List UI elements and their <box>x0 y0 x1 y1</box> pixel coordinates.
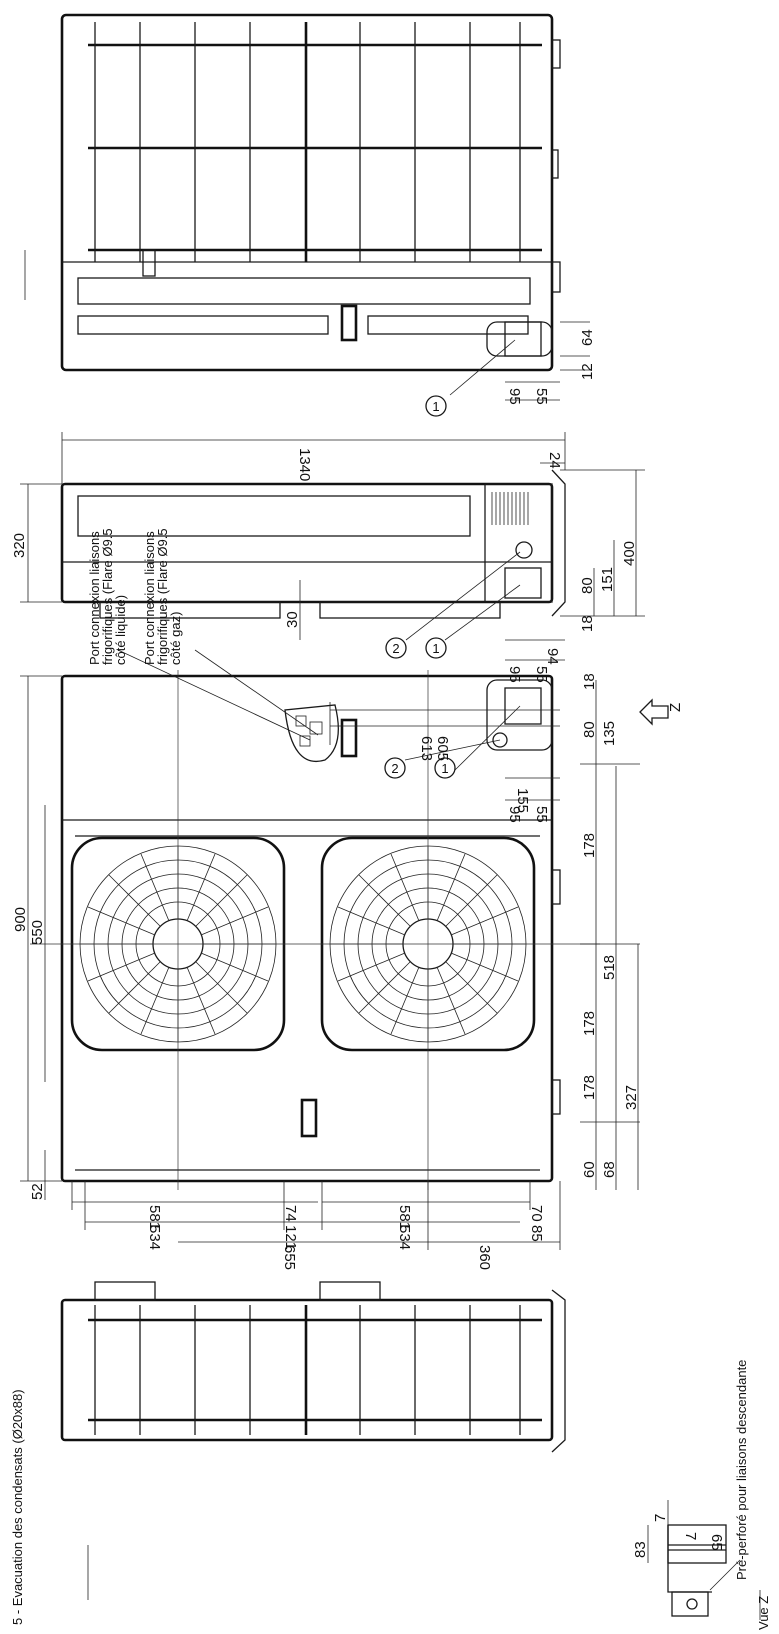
dim-55: 55 <box>533 806 550 823</box>
dim-55-b: 55 <box>533 666 550 683</box>
dim-94: 94 <box>544 648 561 665</box>
dim-655: 655 <box>281 1245 298 1270</box>
dim-178-a: 178 <box>581 833 598 858</box>
dim-83: 83 <box>632 1541 649 1558</box>
dim-534-a: 534 <box>146 1225 163 1250</box>
side-view <box>60 469 566 619</box>
dim-327: 327 <box>623 1085 640 1110</box>
dim-30: 30 <box>284 611 301 628</box>
z-arrow <box>639 698 669 726</box>
dim-121: 121 <box>282 1225 299 1250</box>
dim-18: 18 <box>581 673 598 690</box>
leader-lines <box>24 250 761 1620</box>
dim-80: 80 <box>581 721 598 738</box>
legend-view-z: Vue Z <box>756 1596 771 1630</box>
dim-52: 52 <box>29 1183 46 1200</box>
dim-581-b: 581 <box>396 1205 413 1230</box>
dim-85: 85 <box>528 1225 545 1242</box>
dim-95: 95 <box>506 806 523 823</box>
dim-65: 65 <box>708 1534 725 1551</box>
z-label: Z <box>667 703 684 712</box>
legend-port-gas: Port connexion liaisonsfrigorifiques (Fl… <box>142 528 183 665</box>
dim-135: 135 <box>601 721 618 746</box>
dim-60: 60 <box>581 1161 598 1178</box>
dim-74: 74 <box>282 1205 299 1222</box>
dim-24: 24 <box>546 452 563 469</box>
legend-port-liquid: Port connexion liaisonsfrigorifiques (Fl… <box>87 528 128 665</box>
marker-1-label: 1 <box>432 641 439 656</box>
marker-1-label: 1 <box>432 399 439 414</box>
legend-condensate: 5 - Evacuation des condensats (Ø20x88) <box>10 1389 25 1625</box>
dim-12: 12 <box>579 363 596 380</box>
dim-70: 70 <box>528 1205 545 1222</box>
marker-2-label: 2 <box>392 641 399 656</box>
dim-518: 518 <box>601 955 618 980</box>
dim-55-c: 55 <box>533 388 550 405</box>
marker-1-circle <box>434 757 456 779</box>
marker-2-label: 2 <box>391 761 398 776</box>
dim-80-b: 80 <box>579 577 596 594</box>
dim-400: 400 <box>621 541 638 566</box>
dim-64: 64 <box>579 329 596 346</box>
marker-2-circle <box>384 757 406 779</box>
dim-18-b: 18 <box>579 615 596 632</box>
dim-360: 360 <box>476 1245 493 1270</box>
dim-178-c: 178 <box>581 1075 598 1100</box>
view-z-detail <box>667 1524 727 1617</box>
dim-534-b: 534 <box>396 1225 413 1250</box>
dim-550: 550 <box>29 920 46 945</box>
dim-7-b: 7 <box>682 1532 699 1540</box>
dim-581-a: 581 <box>146 1205 163 1230</box>
dimension-lines <box>20 321 669 1563</box>
legend-pre-perforated: Pré-perforé pour liaisons descendante <box>734 1360 749 1580</box>
marker-1-label: 1 <box>441 761 448 776</box>
dim-178-b: 178 <box>581 1011 598 1036</box>
dim-900: 900 <box>12 907 29 932</box>
marker-1-circle <box>425 637 447 659</box>
text-labels: 5 - Evacuation des condensats (Ø20x88) P… <box>10 329 771 1630</box>
front-view <box>30 670 600 1190</box>
dim-95-c: 95 <box>506 388 523 405</box>
dim-151: 151 <box>599 567 616 592</box>
dim-1340: 1340 <box>296 448 313 481</box>
top-view <box>60 13 561 372</box>
dim-95-b: 95 <box>506 666 523 683</box>
dim-7-a: 7 <box>652 1514 669 1522</box>
markers: 1 2 1 2 1 <box>384 395 456 779</box>
dim-613: 613 <box>418 736 435 761</box>
dim-320: 320 <box>11 533 28 558</box>
dim-68: 68 <box>601 1161 618 1178</box>
marker-2-circle <box>385 637 407 659</box>
dim-155: 155 <box>514 788 531 813</box>
marker-1-circle <box>425 395 447 417</box>
bottom-view <box>60 1281 566 1453</box>
dim-605: 605 <box>434 736 451 761</box>
